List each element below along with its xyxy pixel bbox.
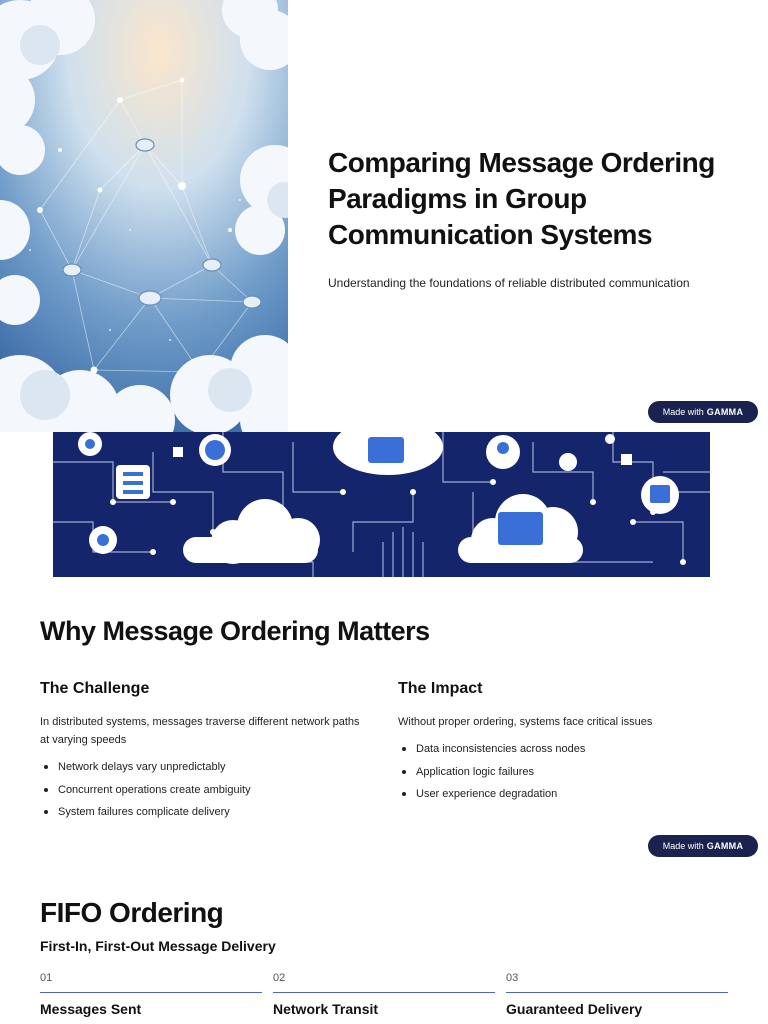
challenge-heading: The Challenge: [40, 680, 150, 697]
title-slide: Comparing Message Ordering Paradigms in …: [0, 0, 768, 432]
impact-heading: The Impact: [398, 680, 483, 697]
list-item: User experience degradation: [398, 786, 728, 802]
presentation-subtitle: Understanding the foundations of reliabl…: [328, 276, 690, 290]
made-with-gamma-badge[interactable]: Made with GAMMA: [648, 401, 758, 423]
impact-list: Data inconsistencies across nodes Applic…: [398, 741, 728, 802]
cloud-network-illustration: [0, 0, 288, 432]
gamma-logo: GAMMA: [706, 841, 744, 851]
step-messages-sent: 01 Messages Sent: [40, 972, 262, 1017]
step-label: Network Transit: [273, 1001, 379, 1017]
section-title: Why Message Ordering Matters: [40, 616, 430, 646]
step-number: 01: [40, 972, 53, 984]
step-network-transit: 02 Network Transit: [273, 972, 495, 1017]
step-number: 03: [506, 972, 519, 984]
made-with-gamma-badge[interactable]: Made with GAMMA: [648, 835, 758, 857]
gamma-logo: GAMMA: [706, 407, 744, 417]
impact-column: The Impact Without proper ordering, syst…: [398, 680, 728, 809]
fifo-title: FIFO Ordering: [40, 897, 224, 928]
list-item: Concurrent operations create ambiguity: [40, 782, 370, 798]
list-item: Network delays vary unpredictably: [40, 759, 370, 775]
badge-prefix: Made with: [662, 407, 704, 417]
step-guaranteed-delivery: 03 Guaranteed Delivery: [506, 972, 728, 1017]
presentation-title: Comparing Message Ordering Paradigms in …: [328, 147, 715, 250]
list-item: Data inconsistencies across nodes: [398, 741, 728, 757]
circuit-cloud-banner: [53, 432, 710, 577]
step-divider: [273, 992, 495, 993]
fifo-subtitle: First-In, First-Out Message Delivery: [40, 938, 276, 954]
step-label: Guaranteed Delivery: [506, 1001, 643, 1017]
step-divider: [40, 992, 262, 993]
challenge-list: Network delays vary unpredictably Concur…: [40, 759, 370, 820]
title-block: Comparing Message Ordering Paradigms in …: [328, 145, 738, 291]
step-number: 02: [273, 972, 286, 984]
impact-text: Without proper ordering, systems face cr…: [398, 716, 653, 728]
list-item: System failures complicate delivery: [40, 804, 370, 820]
step-label: Messages Sent: [40, 1001, 142, 1017]
list-item: Application logic failures: [398, 764, 728, 780]
challenge-column: The Challenge In distributed systems, me…: [40, 680, 370, 827]
step-divider: [506, 992, 728, 993]
challenge-text: In distributed systems, messages travers…: [40, 716, 360, 746]
badge-prefix: Made with: [662, 841, 704, 851]
